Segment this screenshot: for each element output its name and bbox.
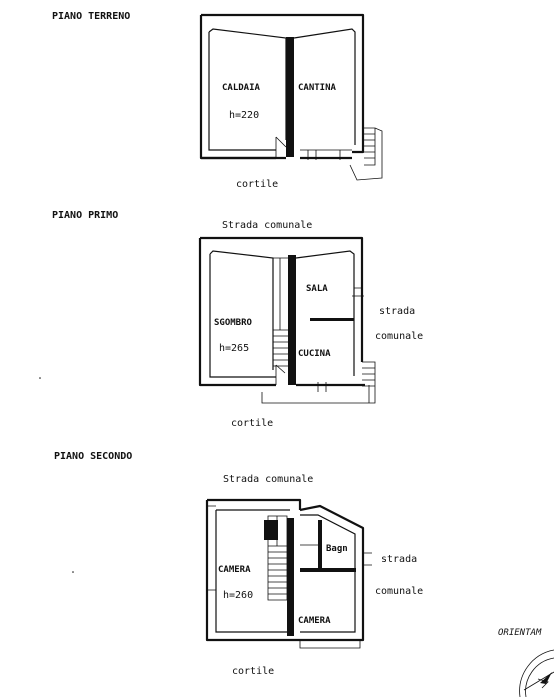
floor-first: PIANO PRIMO Strada comunale SALA SGOMBRO… (52, 210, 423, 429)
second-partition-horizontal (300, 568, 356, 572)
second-inner-outline (215, 509, 356, 633)
second-door-marks (207, 505, 372, 649)
second-label-top: Strada comunale (223, 474, 313, 485)
second-room-3-name: CAMERA (298, 616, 331, 626)
ground-label-bottom: cortile (236, 179, 278, 190)
second-label-bottom: cortile (232, 666, 274, 677)
ground-room-2-name: CANTINA (298, 83, 337, 93)
second-stair (264, 515, 288, 601)
second-label-right-1: strada (381, 554, 417, 565)
ground-partition (286, 37, 294, 157)
first-room-3-name: CUCINA (298, 349, 331, 359)
first-label-right-2: comunale (375, 331, 423, 342)
orientation-indicator: ORIENTAM (498, 628, 554, 697)
first-label-top: Strada comunale (222, 220, 312, 231)
first-room-1-name: SGOMBRO (214, 318, 253, 328)
first-label-right-1: strada (379, 306, 415, 317)
floor-ground: PIANO TERRENO cortile CALDAIA h=220 CANT… (52, 11, 383, 190)
first-door-marks (275, 287, 364, 392)
second-room-1-name: CAMERA (218, 565, 251, 575)
first-outer-wall (198, 236, 365, 387)
compass-arrow-icon (540, 672, 552, 684)
second-stair-block (264, 520, 278, 540)
first-room-2-name: SALA (306, 284, 328, 294)
second-partition-vertical (287, 518, 294, 636)
first-stair (273, 257, 288, 367)
second-outer-wall (205, 498, 365, 642)
first-partition-horizontal (310, 318, 354, 321)
second-room-1-height: h=260 (223, 590, 253, 601)
ground-room-1-name: CALDAIA (222, 83, 261, 93)
floor-second: PIANO SECONDO Strada comunale Bagn CAMER… (54, 451, 423, 677)
floor-first-title: PIANO PRIMO (52, 210, 118, 221)
ground-room-1-height: h=220 (229, 110, 259, 121)
first-partition-vertical (288, 255, 296, 385)
orientation-label: ORIENTAM (498, 628, 542, 638)
scan-speck (72, 571, 74, 573)
first-right-stair (261, 361, 376, 404)
compass-icon (519, 649, 554, 697)
first-room-1-height: h=265 (219, 343, 249, 354)
first-inner-outline (209, 250, 355, 378)
ground-stair (349, 127, 383, 181)
floor-ground-title: PIANO TERRENO (52, 11, 130, 22)
second-room-2-name: Bagn (326, 544, 348, 554)
floor-second-title: PIANO SECONDO (54, 451, 132, 462)
scan-speck (39, 377, 41, 379)
first-label-bottom: cortile (231, 418, 273, 429)
second-bath-wall (318, 520, 322, 570)
second-label-right-2: comunale (375, 586, 423, 597)
ground-door-marks (275, 136, 352, 160)
